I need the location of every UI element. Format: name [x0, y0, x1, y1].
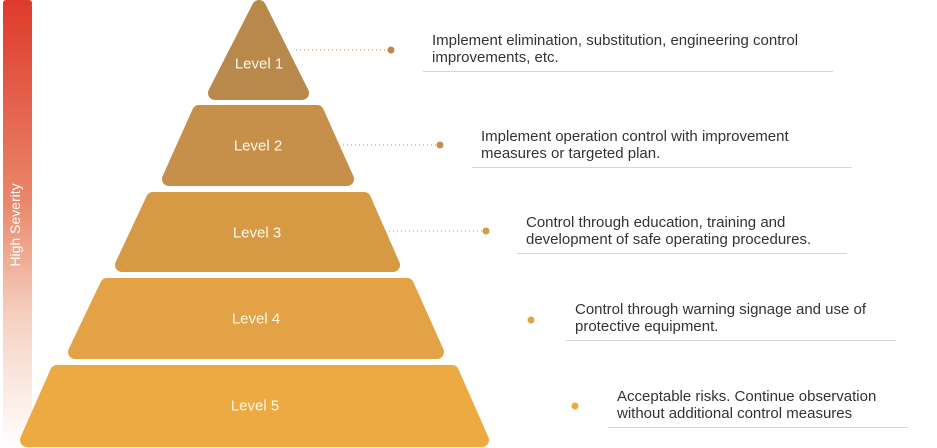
description-text: Control through warning signage and use …	[575, 301, 867, 335]
connector-dot-5	[571, 402, 579, 410]
level-5-label: Level 5	[230, 397, 280, 415]
level-2-label: Level 2	[233, 137, 283, 155]
description-text: Implement operation control with improve…	[481, 128, 789, 162]
description-text: Control through education, training and …	[526, 214, 812, 248]
level-1-label: Level 1	[234, 55, 284, 73]
description-text: Acceptable risks. Continue observation w…	[617, 388, 877, 422]
severity-gradient-bar	[3, 0, 32, 448]
pyramid-level-3	[115, 192, 400, 272]
pyramid-level-1	[208, 0, 309, 100]
level-1-description: Implement elimination, substitution, eng…	[423, 32, 833, 72]
connector-dot-1	[387, 46, 395, 54]
level-4-description: Control through warning signage and use …	[566, 301, 896, 341]
level-3-description: Control through education, training and …	[517, 214, 847, 254]
connector-dot-2	[436, 141, 444, 149]
description-text: Implement elimination, substitution, eng…	[432, 32, 799, 66]
pyramid-level-5	[20, 365, 489, 447]
level-3-label: Level 3	[232, 224, 282, 242]
connector-dot-4	[527, 316, 535, 324]
pyramid-level-4	[68, 278, 444, 359]
level-5-description: Acceptable risks. Continue observation w…	[608, 388, 908, 428]
connector-dot-3	[482, 227, 490, 235]
level-2-description: Implement operation control with improve…	[472, 128, 852, 168]
pyramid-level-2	[162, 105, 354, 186]
level-4-label: Level 4	[231, 310, 281, 328]
